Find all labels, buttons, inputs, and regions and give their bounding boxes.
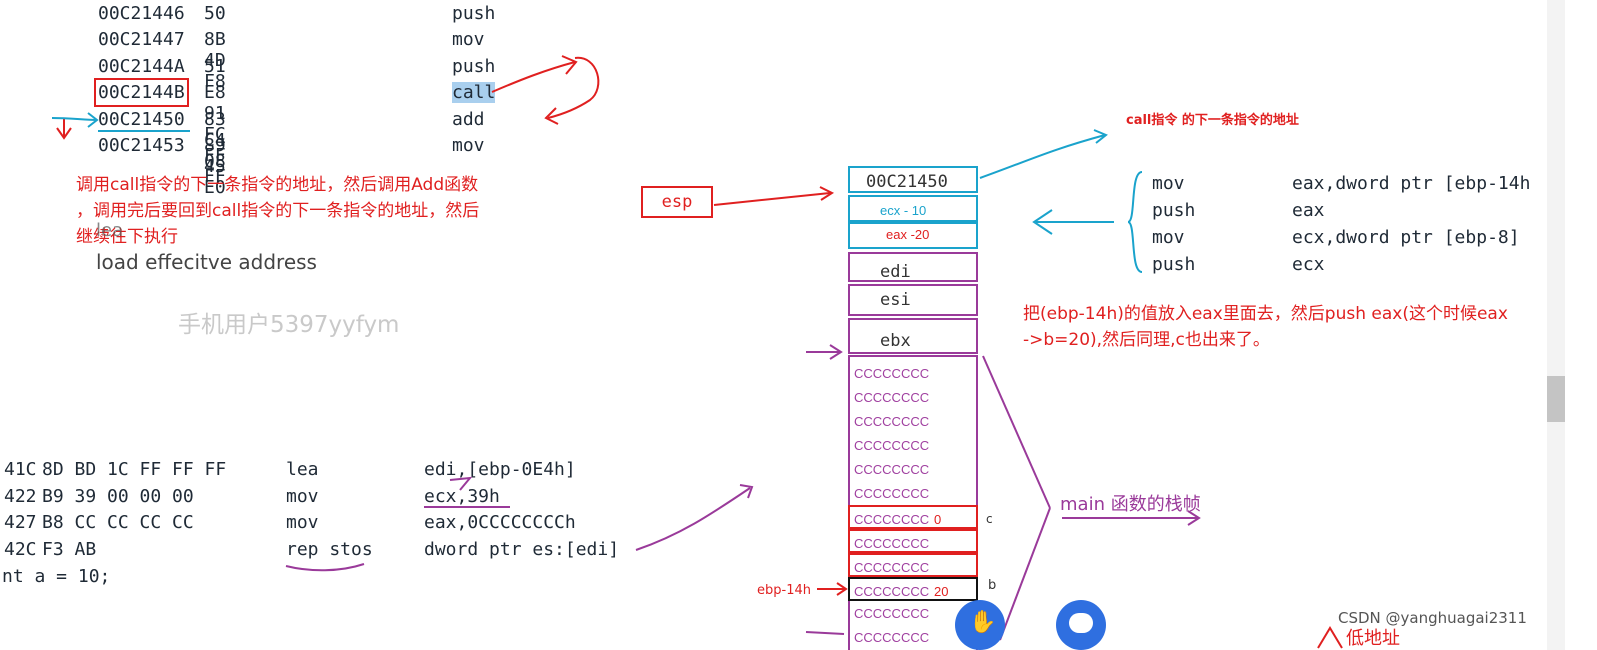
- raise-hand-button[interactable]: ✋: [955, 600, 1005, 650]
- chat-button[interactable]: [1056, 600, 1106, 650]
- vertical-scrollbar[interactable]: [1547, 0, 1565, 650]
- low-address-label: 低地址: [1346, 624, 1400, 650]
- chat-icon: [1069, 613, 1093, 633]
- hand-icon: ✋: [969, 610, 996, 635]
- scrollbar-thumb[interactable]: [1547, 376, 1565, 422]
- footer-credit: CSDN @yanghuagai2311: [1338, 609, 1527, 627]
